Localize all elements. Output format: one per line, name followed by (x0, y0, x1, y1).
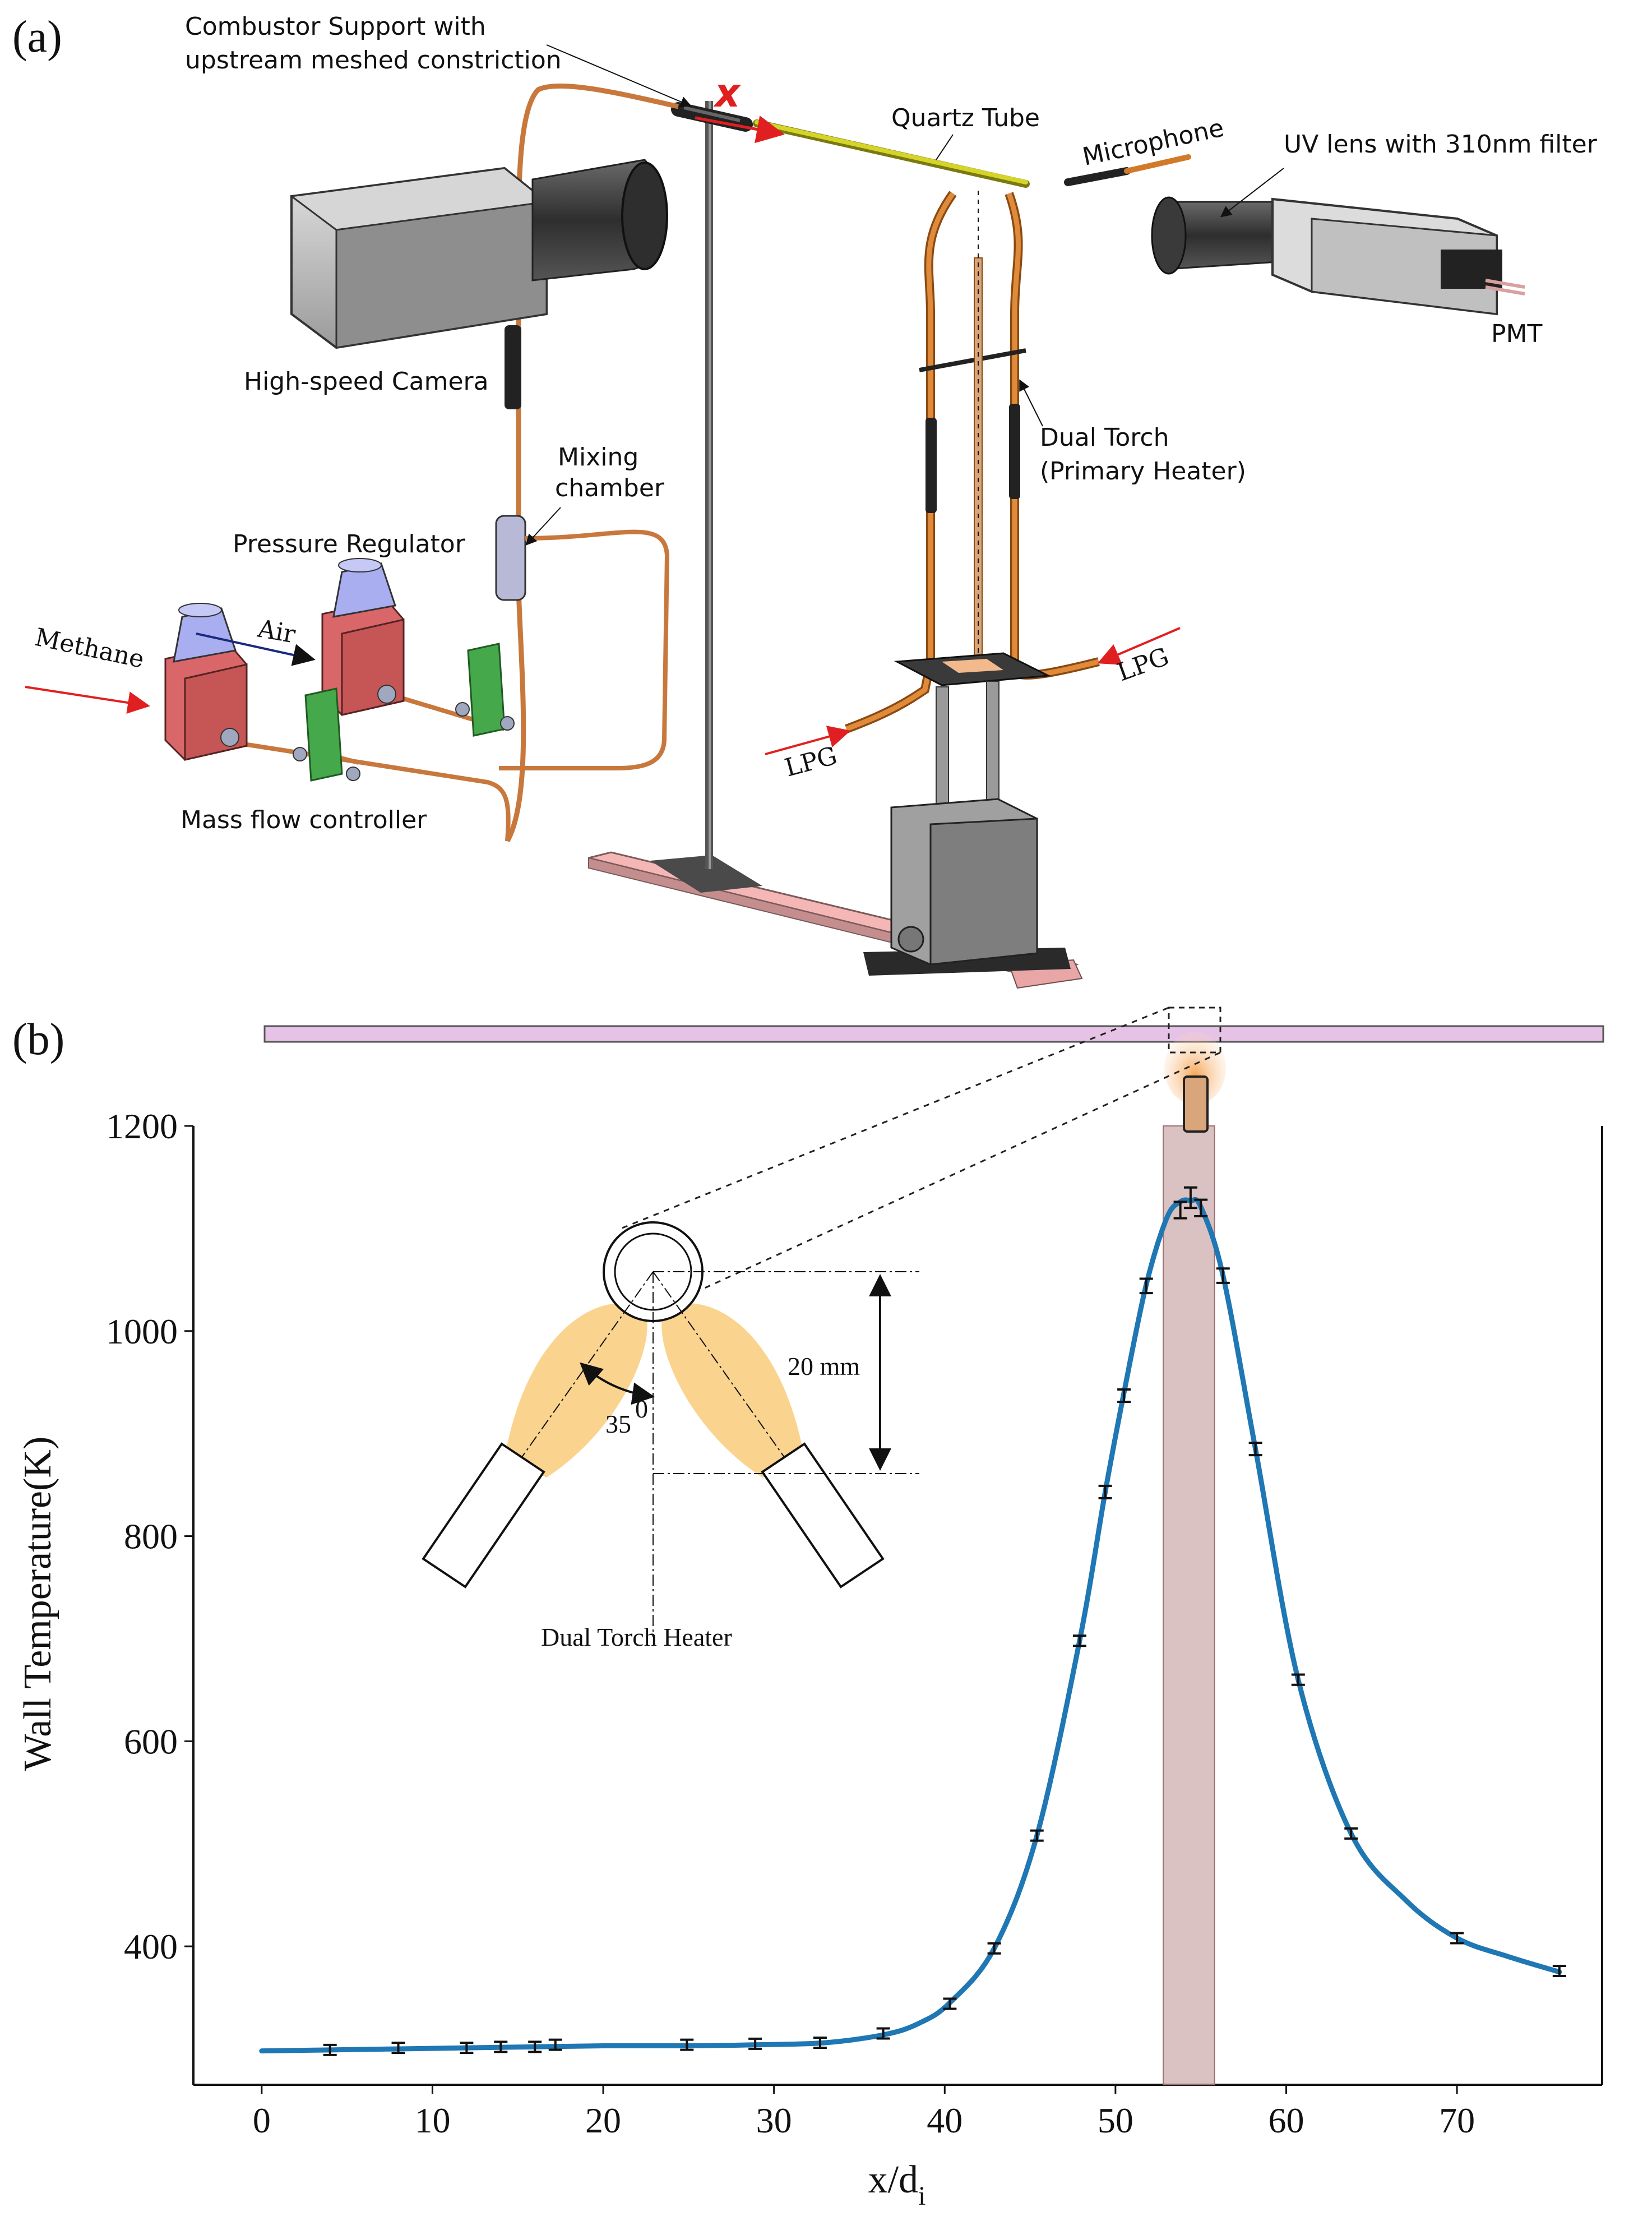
data-point (1248, 1442, 1262, 1457)
data-point (1117, 1388, 1131, 1403)
data-points (323, 1186, 1566, 2056)
data-point (494, 2040, 508, 2053)
lpg-left-arrow (765, 726, 851, 755)
x-axis-label-main: x/d (868, 2158, 918, 2201)
pressure-regulator-label: Pressure Regulator (233, 530, 466, 558)
data-point (323, 2043, 337, 2056)
data-point (1072, 1634, 1086, 1647)
fit-curve (259, 1197, 1562, 2054)
dual-torch-primary-heater (845, 191, 1100, 966)
methane-label: Methane (33, 623, 147, 674)
data-point (391, 2042, 405, 2054)
panel-b-label: (b) (12, 1015, 64, 1064)
data-point (813, 2037, 827, 2049)
dual-torch-heater-caption: Dual Torch Heater (541, 1623, 732, 1651)
dual-torch-heater-inset: 35 0 20 mm Dual Torch Heater (422, 1221, 919, 1651)
data-point (1098, 1484, 1112, 1499)
data-point (548, 2038, 562, 2051)
x-tick-label: 70 (1439, 2100, 1475, 2140)
mixing-chamber-label-line1: Mixing (558, 443, 638, 472)
mixing-chamber-label-line2: chamber (555, 474, 665, 502)
x-axis-label-sub: i (918, 2181, 926, 2211)
panel-b: (b) (12, 1006, 1604, 2211)
chart-axes (192, 1126, 1603, 2086)
x-axis-label: x/di (868, 2158, 926, 2211)
x-tick-label: 10 (414, 2100, 450, 2140)
air-mass-flow-controller (455, 643, 515, 737)
methane-inlet-arrow (25, 686, 150, 714)
data-point (1194, 1198, 1208, 1217)
data-point (1216, 1267, 1230, 1284)
x-mark: x (713, 70, 741, 116)
chart-ticks: 0 10 20 30 40 50 60 70 400 600 800 1000 1200 (106, 1106, 1475, 2140)
high-speed-camera-label: High-speed Camera (244, 367, 489, 396)
data-point (943, 1997, 957, 2010)
data-point (528, 2040, 542, 2053)
uv-lens-pmt (1151, 196, 1525, 316)
data-point (748, 2037, 762, 2050)
quartz-tube-label: Quartz Tube (891, 104, 1040, 132)
data-point (1139, 1277, 1153, 1295)
panel-a: (a) x (12, 12, 1598, 989)
y-tick-label: 400 (124, 1927, 178, 1966)
uv-lens-label: UV lens with 310nm filter (1284, 130, 1598, 159)
data-point (1450, 1932, 1464, 1945)
data-point (1173, 1201, 1187, 1220)
data-point (680, 2038, 694, 2051)
mixing-chamber (495, 515, 670, 770)
mass-flow-controller-label: Mass flow controller (181, 806, 427, 834)
data-point (1552, 1964, 1566, 1977)
y-tick-label: 1200 (106, 1106, 178, 1146)
quartz-tube-bar (263, 1025, 1604, 1043)
pmt-label: PMT (1491, 320, 1542, 348)
data-point (460, 2042, 474, 2054)
x-tick-label: 40 (927, 2100, 962, 2140)
data-point (1030, 1829, 1044, 1842)
leader-lines (525, 44, 1284, 546)
y-tick-label: 1000 (106, 1312, 178, 1351)
combustor-support-label-line1: Combustor Support with (185, 12, 486, 41)
x-tick-label: 50 (1098, 2100, 1133, 2140)
angle-label: 35 (605, 1410, 631, 1438)
data-point (987, 1942, 1001, 1955)
microphone (1064, 154, 1191, 186)
x-tick-label: 20 (585, 2100, 621, 2140)
y-axis-label: Wall Temperature(K) (16, 1437, 59, 1771)
y-tick-label: 600 (124, 1721, 178, 1761)
angle-superscript: 0 (635, 1395, 648, 1423)
air-label: Air (255, 614, 298, 649)
methane-pressure-regulator (164, 603, 248, 761)
dual-torch-label-line2: (Primary Heater) (1040, 457, 1246, 486)
combustor-support-label-line2: upstream meshed constriction (185, 46, 562, 75)
data-point (1183, 1186, 1197, 1209)
y-tick-label: 800 (124, 1517, 178, 1557)
flow-direction-arrow (695, 116, 785, 144)
x-tick-label: 0 (253, 2100, 271, 2140)
data-point (876, 2027, 890, 2040)
air-inlet-arrow (196, 632, 316, 666)
data-point (1344, 1827, 1358, 1840)
lpg-right-label: LPG (1113, 642, 1173, 687)
feed-tube (505, 83, 679, 843)
air-pressure-regulator (321, 558, 405, 716)
quartz-tube (753, 119, 1030, 188)
combustor-support-stand (705, 101, 713, 869)
data-point (1291, 1673, 1305, 1686)
lpg-right-arrow (1097, 627, 1181, 665)
panel-a-label: (a) (12, 12, 62, 62)
zoom-lines (622, 1006, 1221, 1308)
dual-torch-label-line1: Dual Torch (1040, 423, 1169, 452)
high-speed-camera (289, 159, 668, 409)
x-tick-label: 60 (1268, 2100, 1304, 2140)
combustor-support (671, 102, 785, 144)
x-tick-label: 30 (756, 2100, 792, 2140)
methane-mass-flow-controller (293, 687, 360, 782)
heater-position-band (1163, 1125, 1215, 2085)
distance-label: 20 mm (788, 1352, 860, 1381)
torch-flame (1164, 1006, 1226, 1133)
